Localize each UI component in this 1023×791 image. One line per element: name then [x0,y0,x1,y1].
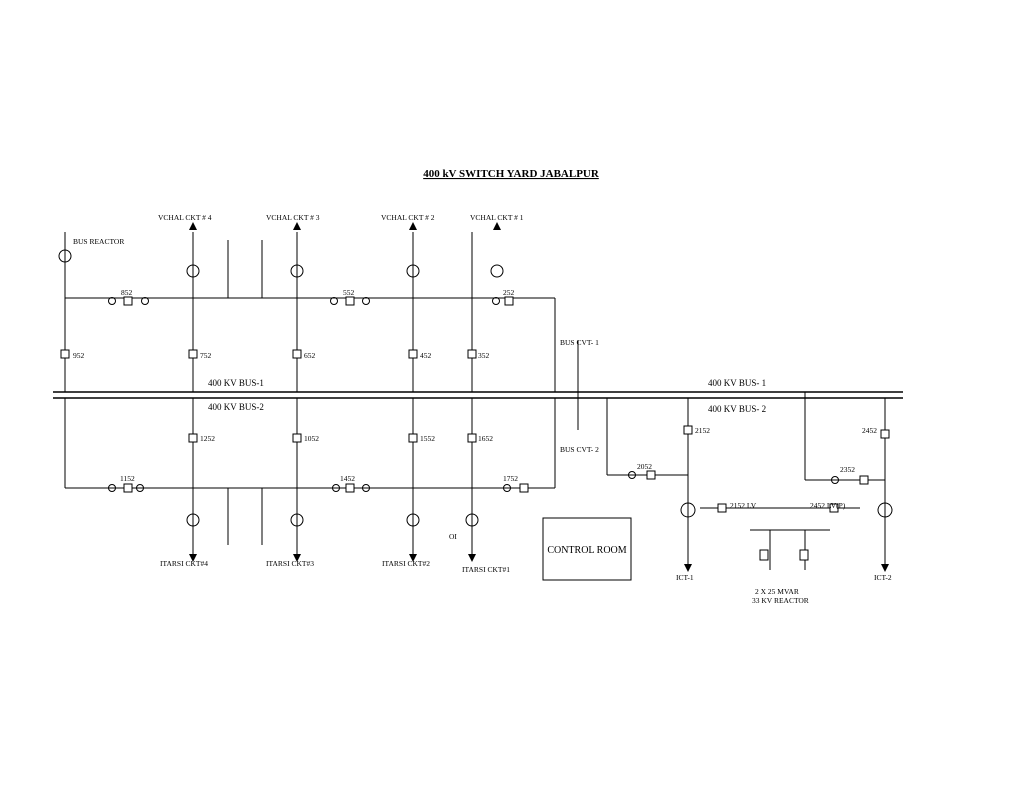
diagram-title: 400 kV SWITCH YARD JABALPUR [423,168,600,180]
breaker-2352: 2352 [840,465,855,474]
reactor-label-line2: 33 KV REACTOR [752,596,809,605]
oi-label: OI [449,532,457,541]
bus-reactor-label: BUS REACTOR [73,237,124,246]
lv-2452-label: 2452 LV(P) [810,501,846,510]
feeder-top-3: VCHAL CKT # 2 [381,213,435,222]
breaker-boxes [60,296,890,561]
breaker-2152: 2152 [695,426,710,435]
upper-diameters [64,232,556,392]
feeder-top-2: VCHAL CKT # 3 [266,213,320,222]
bus-cvt-2-label: BUS CVT- 2 [560,445,599,454]
feeder-bottom-3: ITARSI CKT#2 [382,559,430,568]
breaker-1552: 1552 [420,434,435,443]
bus-cvt-1-label: BUS CVT- 1 [560,338,599,347]
lower-diameters [64,398,556,555]
breaker-752: 752 [200,351,212,360]
feeder-top-1: VCHAL CKT # 4 [158,213,212,222]
breaker-2452: 2452 [862,426,877,435]
bus-2-label: 400 KV BUS-2 [208,402,264,412]
bus-2-right-label: 400 KV BUS- 2 [708,404,766,414]
breaker-2052: 2052 [637,462,652,471]
breaker-1152: 1152 [120,474,135,483]
bus-1-right-label: 400 KV BUS- 1 [708,378,766,388]
busbars [53,391,903,399]
breaker-1452: 1452 [340,474,355,483]
feeder-top-4: VCHAL CKT # 1 [470,213,524,222]
feeder-bottom-1: ITARSI CKT#4 [160,559,208,568]
breaker-852: 852 [121,288,133,297]
breaker-652: 652 [304,351,316,360]
breaker-552: 552 [343,288,355,297]
control-room-box [542,517,632,581]
breaker-252: 252 [503,288,515,297]
reactor-label-line1: 2 X 25 MVAR [755,587,799,596]
bus-1-label: 400 KV BUS-1 [208,378,264,388]
breaker-1752: 1752 [503,474,518,483]
breaker-452: 452 [420,351,432,360]
lv-2152-label: 2152 LV [730,501,757,510]
breaker-952: 952 [73,351,85,360]
breaker-1652: 1652 [478,434,493,443]
control-room-label: CONTROL ROOM [547,545,626,556]
ict-2-label: ICT-2 [874,573,892,582]
breaker-352: 352 [478,351,490,360]
feeder-bottom-2: ITARSI CKT#3 [266,559,314,568]
feeder-arrows [189,222,889,572]
current-transformers [58,249,893,527]
feeder-bottom-4: ITARSI CKT#1 [462,565,510,574]
ict-1-label: ICT-1 [676,573,694,582]
breaker-1252: 1252 [200,434,215,443]
breaker-1052: 1052 [304,434,319,443]
